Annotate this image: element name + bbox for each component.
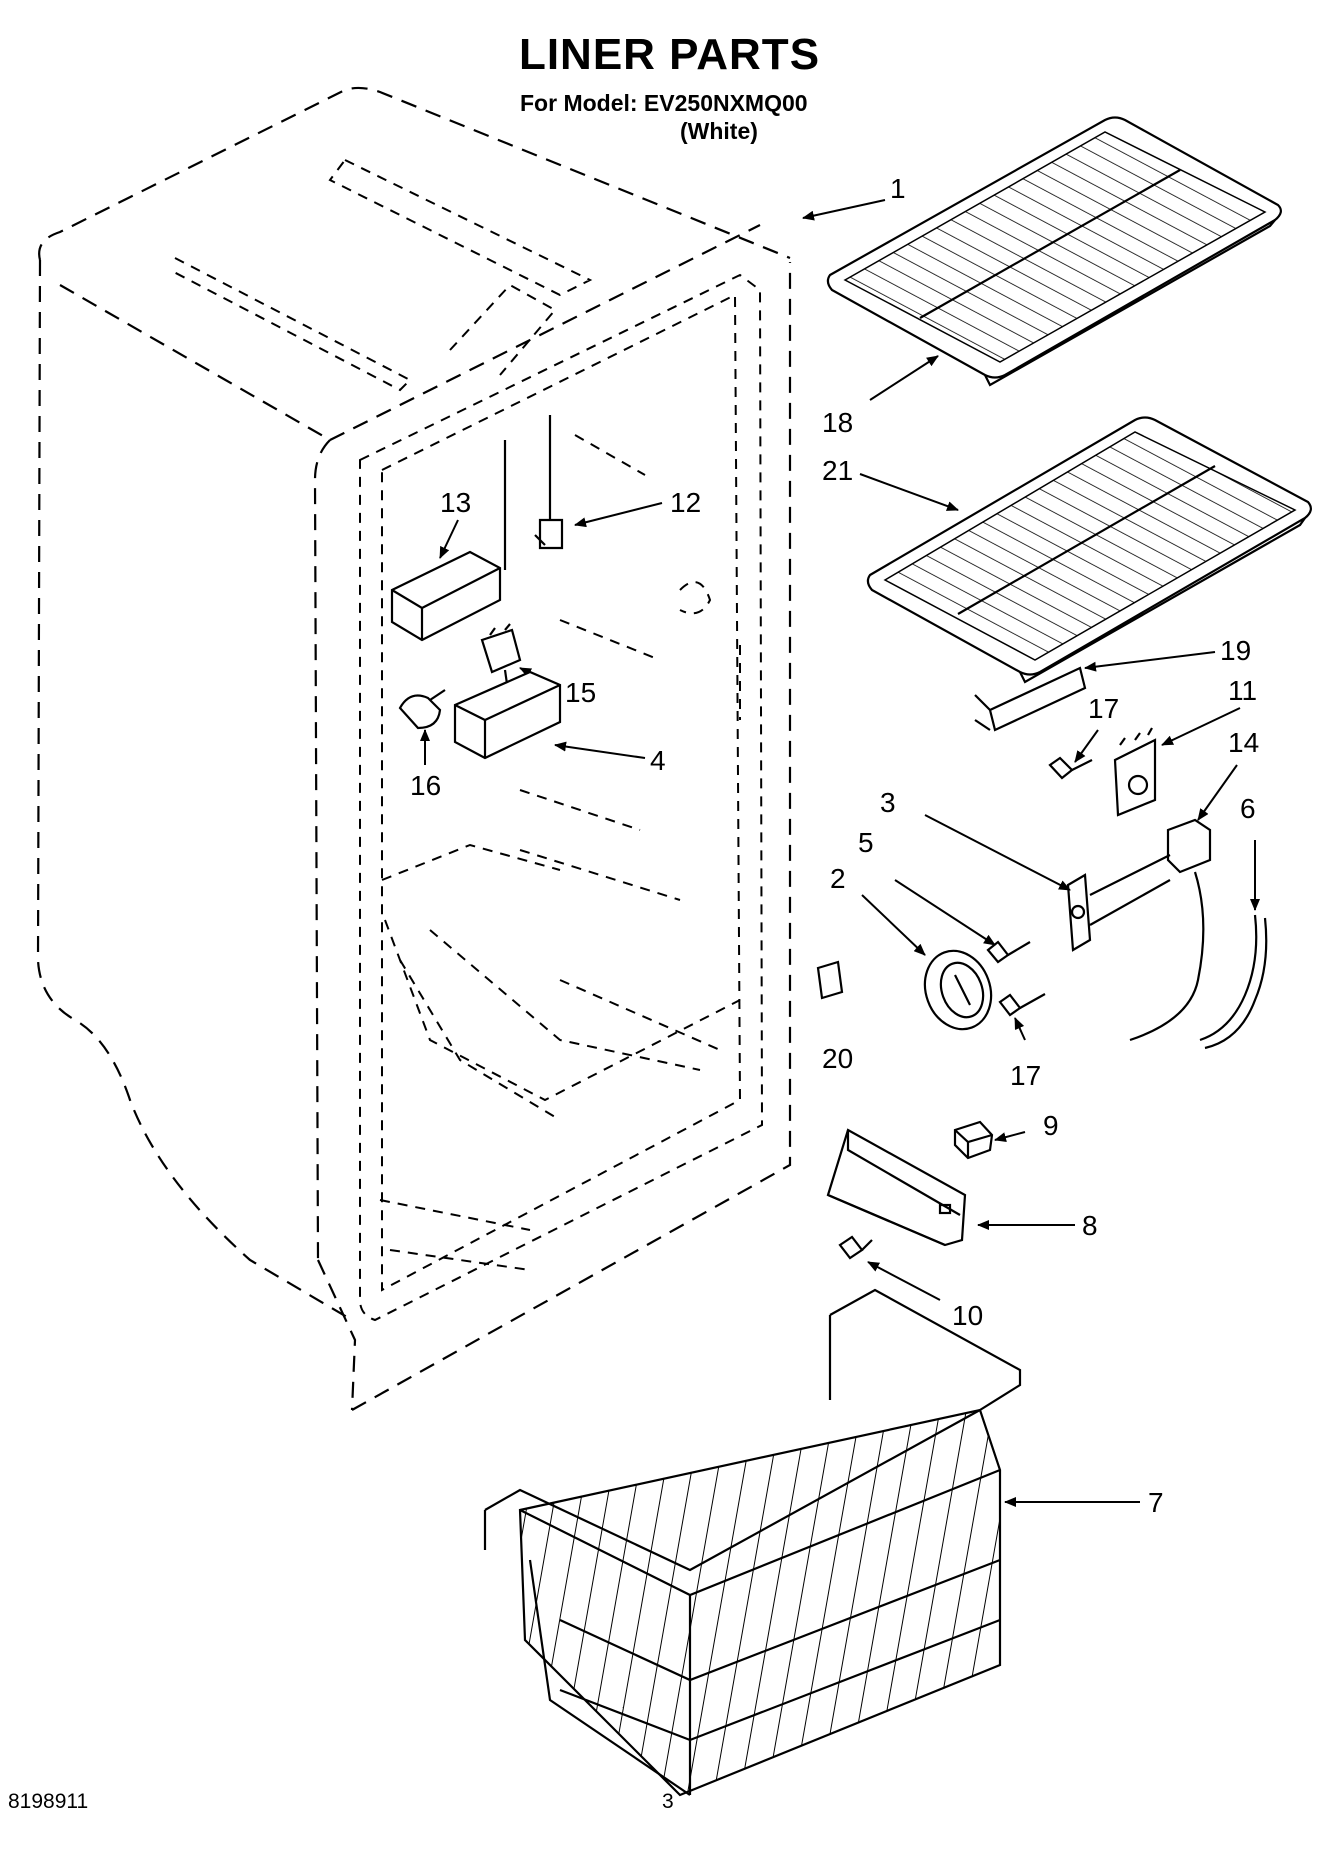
leader-line-1 xyxy=(802,199,886,221)
part-3-mount xyxy=(1066,854,1171,952)
leader-line-18 xyxy=(869,355,939,401)
leader-line-21 xyxy=(859,473,959,511)
part-19-bracket xyxy=(974,666,1087,732)
leader-line-5 xyxy=(894,879,996,946)
callout-3: 3 xyxy=(880,787,896,818)
leader-line-19 xyxy=(1084,651,1216,672)
leader-line-13 xyxy=(439,519,459,559)
page-title: LINER PARTS xyxy=(518,30,821,79)
leader-line-3 xyxy=(924,814,1071,891)
part-8-rail xyxy=(826,1128,967,1247)
leader-line-12 xyxy=(574,502,663,528)
callout-5: 5 xyxy=(858,827,874,858)
part-4-control xyxy=(1129,818,1212,1042)
leader-line-9 xyxy=(994,1131,1026,1142)
leader-line-4 xyxy=(1197,764,1238,821)
leader-line-17b xyxy=(1014,1017,1026,1041)
part-20-label xyxy=(816,960,844,1000)
wire-shelf-top xyxy=(826,116,1282,387)
part-10-screw xyxy=(838,1235,873,1260)
color-label: (White) xyxy=(680,118,758,144)
part-9-button xyxy=(953,1120,994,1160)
leader-line-10 xyxy=(867,1261,941,1301)
part-7-basket xyxy=(483,1288,1022,1797)
part-2-knob xyxy=(923,949,993,1031)
callout-7: 7 xyxy=(1148,1487,1164,1518)
callout-14: 16 xyxy=(410,770,441,801)
callout-15: 15 xyxy=(565,677,596,708)
callout-1: 1 xyxy=(890,173,906,204)
part-11-thermostat xyxy=(1113,727,1157,817)
callout-11: 11 xyxy=(1228,675,1257,706)
leader-line-17a xyxy=(1074,729,1099,763)
part-6-tube xyxy=(1199,914,1268,1050)
callout-6: 6 xyxy=(1240,793,1256,824)
part-17-screw-top xyxy=(1048,756,1093,780)
callout-2: 2 xyxy=(830,863,846,894)
callout-17-top: 17 xyxy=(1088,693,1119,724)
cabinet-liner xyxy=(36,86,792,1411)
part-13-light-cover xyxy=(390,440,507,642)
page-number: 3 xyxy=(662,1790,674,1813)
leader-line-2 xyxy=(861,894,926,956)
callout-12: 12 xyxy=(670,487,701,518)
leader-line-11 xyxy=(1161,707,1241,746)
leader-line-16 xyxy=(554,741,646,759)
callout-19: 19 xyxy=(1220,635,1251,666)
callout-21: 21 xyxy=(822,455,853,486)
model-label: For Model: EV250NXMQ00 xyxy=(520,90,808,116)
part-14-bulb xyxy=(398,689,446,730)
callout-18: 18 xyxy=(822,407,853,438)
callout-4: 14 xyxy=(1228,727,1259,758)
callout-16: 4 xyxy=(650,745,666,776)
callout-20: 20 xyxy=(822,1043,853,1074)
callout-8: 8 xyxy=(1082,1210,1098,1241)
callout-17-bottom: 17 xyxy=(1010,1060,1041,1091)
part-12-socket xyxy=(534,415,564,550)
callout-13: 13 xyxy=(440,487,471,518)
callout-9: 9 xyxy=(1043,1110,1059,1141)
part-16-housing xyxy=(453,670,562,760)
document-number: 8198911 xyxy=(8,1790,89,1813)
part-17-screw-bottom xyxy=(998,993,1046,1017)
wire-shelf-second xyxy=(866,416,1312,684)
part-15-switch xyxy=(480,623,522,706)
callout-10: 10 xyxy=(952,1300,983,1331)
